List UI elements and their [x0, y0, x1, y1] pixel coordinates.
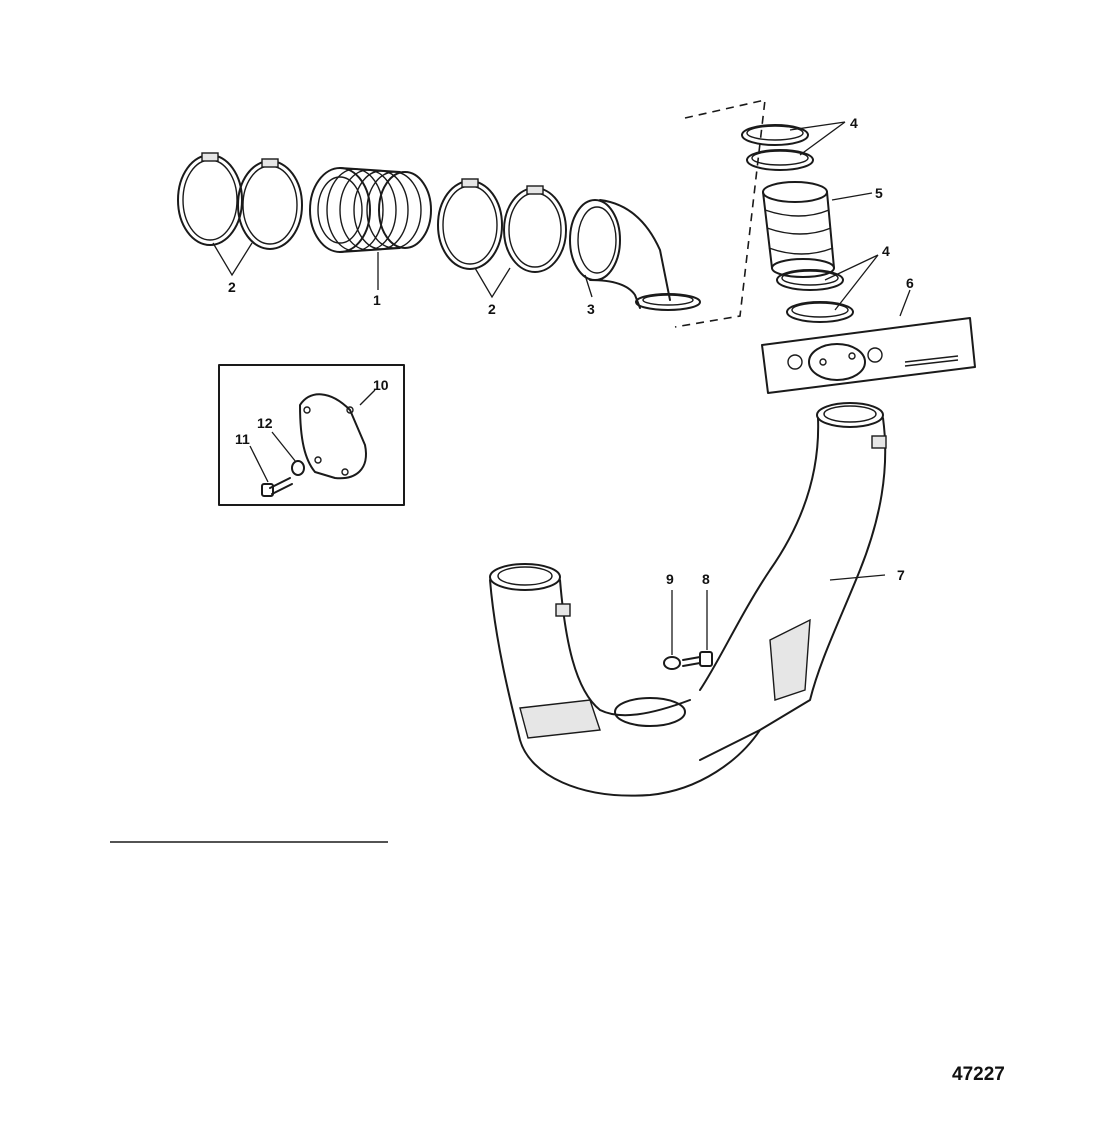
callout-9: 9 — [666, 571, 674, 587]
coupler-sleeve — [762, 181, 835, 278]
clamp-lower-pair — [776, 269, 854, 323]
callout-10: 10 — [373, 377, 389, 393]
callout-7: 7 — [897, 567, 905, 583]
inset-cover-plate-box — [218, 364, 405, 506]
exhaust-y-pipe — [489, 402, 887, 797]
hose-clamp-left-pair — [177, 152, 303, 250]
clamp-upper-pair — [741, 124, 814, 171]
hose-clamp-right-pair — [437, 178, 567, 273]
callout-4-lower: 4 — [882, 243, 890, 259]
leader-lines — [212, 121, 911, 655]
callout-3: 3 — [587, 301, 595, 317]
callout-12: 12 — [257, 415, 273, 431]
callout-6: 6 — [906, 275, 914, 291]
callout-2-left: 2 — [228, 279, 236, 295]
callout-8: 8 — [702, 571, 710, 587]
callout-5: 5 — [875, 185, 883, 201]
callout-1: 1 — [373, 292, 381, 308]
bolt-and-nut — [663, 651, 713, 670]
exhaust-bellows-hose — [309, 167, 432, 253]
figure-number: 47227 — [952, 1064, 1005, 1085]
optional-parts-dashed-box — [674, 98, 766, 328]
exhaust-elbow — [569, 199, 701, 311]
gasket-kit-box — [761, 317, 976, 394]
callout-4-upper: 4 — [850, 115, 858, 131]
callout-2-right: 2 — [488, 301, 496, 317]
callout-11: 11 — [235, 431, 250, 447]
